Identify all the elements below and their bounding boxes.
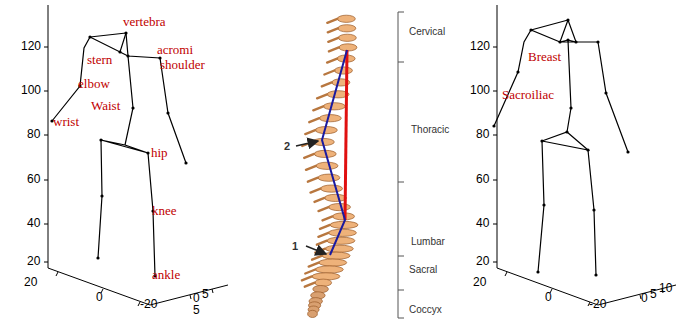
spinous-process <box>319 207 329 211</box>
spinous-process <box>323 216 333 220</box>
spinous-process <box>312 256 322 260</box>
callout-number: 2 <box>284 140 290 152</box>
left-axes <box>44 5 228 306</box>
axis-tick: 0 <box>545 291 552 304</box>
axis-tick: 5 <box>202 288 209 301</box>
joint-label: acromi <box>157 43 193 57</box>
right-axes <box>493 5 676 306</box>
spinous-process <box>317 94 327 98</box>
axis-tick: 10 <box>659 282 672 295</box>
spinous-process <box>320 225 330 229</box>
vertebra-body <box>325 194 347 201</box>
spine-region: Cervical <box>408 26 446 37</box>
axis-tick: 20 <box>473 276 486 289</box>
axis-tick: 60 <box>476 173 489 186</box>
spinous-process <box>317 241 327 245</box>
vertebra-body <box>327 237 355 244</box>
right-skeleton <box>494 20 628 275</box>
spinous-process <box>308 178 318 182</box>
vertebra-body <box>315 279 332 286</box>
axis-tick: 120 <box>470 40 490 53</box>
vertebra-body <box>325 245 353 252</box>
vertebra-body <box>329 204 351 211</box>
axis-tick: 20 <box>476 255 489 268</box>
vertebra-body <box>322 252 350 259</box>
spinous-process <box>309 118 319 122</box>
axis-tick: 20 <box>24 276 37 289</box>
spine-region: Thoracic <box>410 124 450 135</box>
joint-label: wrist <box>53 115 79 129</box>
vertebra-body <box>323 103 345 110</box>
joint-label: hip <box>151 146 168 160</box>
spinous-process <box>327 19 337 23</box>
joint-label: Waist <box>91 99 120 113</box>
spinous-process <box>304 154 314 158</box>
joint-label: stern <box>87 53 112 67</box>
spinous-process <box>302 276 312 280</box>
joint-label: ankle <box>152 268 180 282</box>
axis-tick: 0 <box>641 292 648 305</box>
vertebra-body <box>334 67 352 74</box>
vertebra-body <box>316 162 338 169</box>
spinous-process <box>327 59 337 63</box>
spinous-process <box>328 28 338 32</box>
axis-tick: 0 <box>96 291 103 304</box>
axis-tick: 5 <box>193 304 200 317</box>
spinous-process <box>313 106 323 110</box>
spinous-process <box>305 270 315 274</box>
vertebra-body <box>338 25 356 32</box>
axis-tick: 40 <box>27 217 40 230</box>
vertebra-body <box>319 115 341 122</box>
vertebra-body <box>318 174 340 181</box>
vertebra-body <box>338 34 356 41</box>
spinous-process <box>324 71 334 75</box>
axis-tick: -20 <box>589 298 606 311</box>
joint-label: shoulder <box>160 58 205 72</box>
vertebra-body <box>308 310 318 317</box>
spinous-process <box>305 283 315 287</box>
axis-tick: 5 <box>650 288 657 301</box>
spine-region: Sacral <box>408 264 438 275</box>
axis-tick: 60 <box>27 173 40 186</box>
spinous-process <box>311 189 321 193</box>
spinous-process <box>318 233 328 237</box>
spinous-process <box>315 198 325 202</box>
right-joints <box>492 18 629 276</box>
spinous-process <box>305 130 315 134</box>
vertebra-body <box>321 185 343 192</box>
joint-label: Sacroiliac <box>502 88 554 102</box>
vertebra-body <box>337 15 355 22</box>
joint-label: elbow <box>78 77 110 91</box>
vertebra-body <box>319 259 347 266</box>
spinous-process <box>306 166 316 170</box>
vertebra-body <box>312 273 340 280</box>
vertebra-body <box>339 44 357 51</box>
callout-number: 1 <box>292 240 298 252</box>
vertebra-body <box>328 229 356 236</box>
axis-tick: 20 <box>27 255 40 268</box>
spine-lines <box>296 50 347 255</box>
axis-tick: 100 <box>21 84 41 97</box>
axis-tick: 120 <box>21 40 41 53</box>
spinous-process <box>328 38 338 42</box>
joint-label: vertebra <box>123 15 166 29</box>
spine-illustration <box>302 15 358 317</box>
axis-tick: 80 <box>27 128 40 141</box>
joint-label: Breast <box>528 50 561 64</box>
spinous-process <box>322 82 332 86</box>
axis-tick: 100 <box>470 84 490 97</box>
joint-label: knee <box>152 204 177 218</box>
axis-tick: 80 <box>476 128 489 141</box>
axis-tick: -20 <box>140 298 157 311</box>
region-brackets <box>398 12 404 318</box>
spinous-process <box>309 263 319 267</box>
vertebra-body <box>313 286 329 293</box>
spinous-process <box>329 47 339 51</box>
vertebra-body <box>315 266 343 273</box>
spine-region: Coccyx <box>408 304 443 315</box>
spine-region: Lumbar <box>410 236 446 247</box>
axis-tick: 40 <box>476 217 489 230</box>
